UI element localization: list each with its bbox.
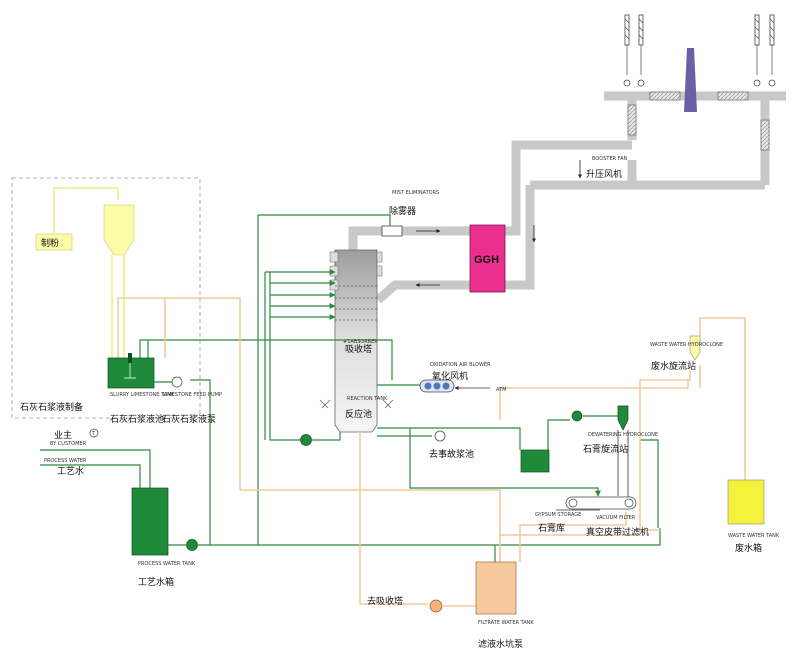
svg-text:WASTE WATER TANK: WASTE WATER TANK: [728, 533, 780, 539]
svg-text:MIST ELIMINATORS: MIST ELIMINATORS: [392, 190, 439, 196]
svg-text:WASTE WATER HYDROCLONE: WASTE WATER HYDROCLONE: [650, 342, 723, 348]
green-process-lines: [40, 214, 661, 562]
filtrate-water-tank: FILTRATE WATER TANK 滤液水坑泵: [475, 561, 534, 650]
svg-text:石膏旋流站: 石膏旋流站: [583, 443, 628, 455]
svg-text:滤液水坑泵: 滤液水坑泵: [478, 638, 523, 650]
booster-fan: BOOSTER FAN 升压风机: [586, 156, 628, 180]
absorber-tower: #1ABSORBER 吸收塔 REACTION TANK 反应池: [319, 249, 394, 433]
duct-dampers-actuators: [623, 14, 776, 87]
svg-text:#1ABSORBER: #1ABSORBER: [343, 339, 378, 345]
to-absorber-label: 去吸收塔: [367, 595, 403, 607]
limestone-preparation-area: 石灰石浆液制备 制粉 SLURRY LIMESTONE TANK 石灰石浆液池 …: [11, 177, 222, 425]
oxidation-air-blower: OXIDATION AIR BLOWER 氧化风机 ATM: [419, 362, 506, 393]
svg-text:升压风机: 升压风机: [586, 168, 622, 180]
dewatering-hydroclone: DEWATERING HYDROCLONE 石膏旋流站: [583, 405, 658, 455]
svg-text:PROCESS WATER TANK: PROCESS WATER TANK: [138, 561, 196, 567]
svg-text:LIMESTONE FEED PUMP: LIMESTONE FEED PUMP: [163, 392, 222, 398]
svg-text:OXIDATION AIR BLOWER: OXIDATION AIR BLOWER: [430, 362, 491, 368]
mist-eliminators: MIST ELIMINATORS 除雾器: [381, 190, 439, 237]
svg-text:工艺水: 工艺水: [57, 465, 84, 477]
svg-text:真空皮带过滤机: 真空皮带过滤机: [586, 526, 649, 538]
svg-text:T: T: [91, 431, 96, 437]
svg-text:BOOSTER FAN: BOOSTER FAN: [592, 156, 628, 162]
accident-slurry-tank: [520, 449, 550, 473]
svg-text:GYPSUM STORAGE: GYPSUM STORAGE: [535, 512, 581, 518]
svg-text:业主: 业主: [54, 429, 72, 441]
vacuum-belt-filter: VACUUM FILTER 真空皮带过滤机 GYPSUM STORAGE 石膏库: [535, 496, 649, 538]
process-water-source: 业主 BY CUSTOMER T PROCESS WATER 工艺水: [44, 428, 99, 477]
flue-gas-ducts: [348, 91, 786, 304]
svg-text:石灰石浆液池: 石灰石浆液池: [110, 413, 164, 425]
svg-text:反应池: 反应池: [345, 408, 372, 420]
svg-text:石膏库: 石膏库: [538, 522, 565, 534]
svg-text:VACUUM FILTER: VACUUM FILTER: [596, 515, 636, 521]
svg-text:废水箱: 废水箱: [735, 542, 762, 554]
waste-water-hydroclone: WASTE WATER HYDROCLONE 废水旋流站: [650, 335, 723, 372]
damper: [627, 104, 637, 136]
ggh-heat-exchanger: GGH: [469, 224, 506, 293]
filtrate-return-pump: [429, 599, 443, 613]
svg-text:废水旋流站: 废水旋流站: [651, 360, 696, 372]
gypsum-pump: [571, 410, 583, 422]
waste-water-tank: WASTE WATER TANK 废水箱: [727, 479, 780, 554]
svg-text:PROCESS WATER: PROCESS WATER: [44, 458, 87, 464]
damper: [649, 91, 681, 101]
svg-text:吸收塔: 吸收塔: [345, 343, 372, 355]
bleed-pump: [434, 430, 446, 442]
svg-text:石灰石浆液制备: 石灰石浆液制备: [20, 401, 83, 413]
damper: [717, 91, 749, 101]
svg-text:ATM: ATM: [496, 387, 506, 393]
svg-text:DEWATERING HYDROCLONE: DEWATERING HYDROCLONE: [588, 432, 658, 438]
damper: [760, 119, 770, 151]
svg-text:工艺水箱: 工艺水箱: [138, 576, 174, 588]
svg-text:GGH: GGH: [474, 254, 499, 266]
svg-text:除雾器: 除雾器: [389, 205, 416, 217]
svg-text:BY CUSTOMER: BY CUSTOMER: [50, 441, 87, 447]
accident-tank-label: 去事故浆池: [429, 448, 474, 460]
svg-text:FILTRATE WATER TANK: FILTRATE WATER TANK: [478, 620, 534, 626]
orange-filtrate-lines: [117, 297, 746, 613]
process-water-tank: PROCESS WATER TANK 工艺水箱: [131, 487, 196, 588]
circulation-pump: [300, 434, 312, 446]
svg-text:氧化风机: 氧化风机: [432, 370, 468, 382]
chimney-stack: [684, 48, 697, 112]
svg-text:SLURRY LIMESTONE TANK: SLURRY LIMESTONE TANK: [110, 392, 175, 398]
process-water-pump: [186, 539, 198, 551]
svg-text:石灰石浆液泵: 石灰石浆液泵: [162, 413, 216, 425]
svg-text:REACTION TANK: REACTION TANK: [347, 396, 388, 402]
svg-text:制粉: 制粉: [41, 237, 59, 249]
